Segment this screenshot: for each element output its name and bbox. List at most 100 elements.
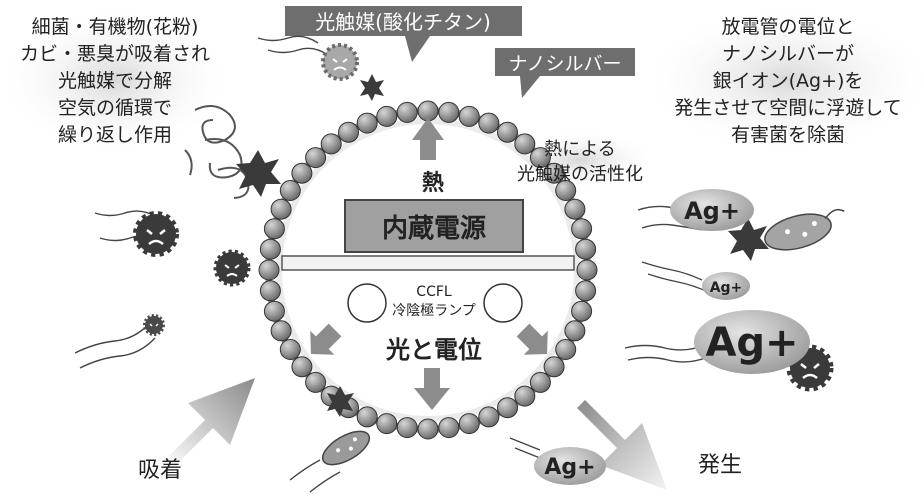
desc-line: 発生させて空間に浮遊して bbox=[674, 97, 901, 119]
photocatalyst-label: 光触媒(酸化チタン) bbox=[285, 6, 522, 62]
germ-icon bbox=[360, 74, 384, 101]
nanosilver-bead bbox=[305, 371, 327, 393]
silver-ion-icon: Ag+ bbox=[534, 447, 606, 485]
nanosilver-bead bbox=[543, 356, 565, 378]
nanosilver-bead bbox=[564, 320, 586, 342]
silver-ion-icon: Ag+ bbox=[670, 189, 754, 231]
odor-swirl-icon bbox=[184, 105, 250, 199]
air-flow-lines bbox=[74, 35, 709, 493]
ccfl-lamp-text: 冷陰極ランプ bbox=[392, 303, 476, 319]
power-source-text: 内蔵電源 bbox=[382, 214, 486, 244]
desc-line: 細菌・有機物(花粉) bbox=[32, 16, 199, 38]
light-potential-text: 光と電位 bbox=[385, 336, 482, 364]
nanosilver-bead bbox=[529, 371, 551, 393]
nanosilver-bead bbox=[497, 121, 518, 143]
nanosilver-bead bbox=[497, 397, 518, 419]
germ-icon bbox=[143, 314, 165, 336]
nanosilver-bead bbox=[529, 147, 551, 169]
nanosilver-bead bbox=[338, 121, 359, 143]
nanosilver-bead bbox=[263, 218, 285, 240]
nanosilver-label: ナノシルバー bbox=[495, 48, 635, 98]
nanosilver-bead bbox=[555, 339, 577, 360]
germ-icon bbox=[321, 43, 359, 81]
text-glow bbox=[638, 5, 922, 155]
nanosilver-bead bbox=[263, 300, 285, 322]
ion-text: Ag+ bbox=[705, 320, 798, 366]
nanosilver-bead bbox=[279, 339, 301, 360]
nanosilver-bead bbox=[356, 112, 378, 134]
nanosilver-bead bbox=[376, 413, 398, 435]
desc-line: 光触媒の活性化 bbox=[517, 164, 643, 185]
adsorption-arrow bbox=[165, 378, 255, 468]
germ-icon bbox=[728, 218, 769, 261]
nanosilver-bead bbox=[575, 238, 597, 260]
adsorption-label: 吸着 bbox=[138, 458, 182, 483]
desc-line: 放電管の電位と bbox=[721, 16, 854, 38]
bacterium-icon bbox=[321, 430, 371, 466]
nanosilver-bead bbox=[320, 133, 342, 155]
bacterium-icon bbox=[764, 208, 845, 251]
heat-activation-text: 熱による 光触媒の活性化 bbox=[517, 139, 643, 185]
ccfl-text: CCFL bbox=[416, 284, 452, 300]
nanosilver-bead bbox=[259, 280, 281, 302]
lamp-icon bbox=[347, 283, 387, 323]
nanosilver-bead bbox=[396, 417, 418, 439]
desc-line: 有害菌を除菌 bbox=[731, 124, 845, 146]
nanosilver-bead bbox=[291, 162, 313, 184]
generation-label: 発生 bbox=[698, 453, 742, 478]
germ-icon bbox=[327, 386, 354, 417]
nanosilver-bead bbox=[514, 385, 536, 407]
nanosilver-bead bbox=[270, 320, 292, 342]
nanosilver-bead bbox=[478, 112, 500, 134]
nanosilver-bead bbox=[376, 105, 398, 127]
germ-icon bbox=[236, 150, 281, 197]
nanosilver-beads bbox=[258, 100, 598, 440]
silver-ion-description: 放電管の電位と ナノシルバーが 銀イオン(Ag+)を 発生させて空間に浮遊して … bbox=[674, 16, 901, 146]
nanosilver-bead bbox=[458, 413, 480, 435]
desc-line: カビ・悪臭が吸着され bbox=[20, 43, 210, 65]
nanosilver-bead bbox=[396, 101, 418, 123]
nanosilver-bead bbox=[259, 238, 281, 260]
nanosilver-bead bbox=[458, 105, 480, 127]
desc-line: 空気の循環で bbox=[58, 97, 172, 119]
nanosilver-bead bbox=[438, 417, 460, 439]
ion-text: Ag+ bbox=[544, 455, 595, 480]
silver-ion-icon: Ag+ bbox=[694, 310, 810, 374]
nanosilver-bead bbox=[514, 133, 536, 155]
nanosilver-bead bbox=[291, 356, 313, 378]
silver-ion-icon: Ag+ bbox=[702, 272, 750, 300]
nanosilver-bead bbox=[576, 259, 598, 281]
nanosilver-bead bbox=[417, 418, 439, 440]
nanosilver-bead bbox=[571, 300, 593, 322]
nanosilver-bead bbox=[575, 280, 597, 302]
light-arrows bbox=[310, 323, 548, 410]
lamp-icon bbox=[483, 283, 523, 323]
ion-text: Ag+ bbox=[710, 280, 743, 296]
nanosilver-bead bbox=[305, 147, 327, 169]
nanosilver-bead bbox=[555, 180, 577, 201]
photocatalyst-text: 光触媒(酸化チタン) bbox=[315, 10, 491, 34]
desc-line: ナノシルバーが bbox=[722, 43, 854, 65]
germ-icon bbox=[213, 249, 251, 287]
ccfl-lamp: CCFL 冷陰極ランプ bbox=[347, 283, 523, 323]
nanosilver-bead bbox=[258, 259, 280, 281]
heat-label: 熱 bbox=[422, 170, 444, 196]
nanosilver-bead bbox=[478, 406, 500, 428]
desc-line: 光触媒で分解 bbox=[58, 70, 172, 92]
nanosilver-text: ナノシルバー bbox=[508, 53, 621, 75]
nanosilver-bead bbox=[279, 180, 301, 201]
desc-line: 銀イオン(Ag+)を bbox=[713, 70, 864, 92]
power-source-box: 内蔵電源 bbox=[344, 199, 524, 253]
generation-arrow bbox=[577, 400, 667, 490]
nanosilver-bead bbox=[356, 406, 378, 428]
nanosilver-bead bbox=[564, 198, 586, 220]
desc-line: 熱による bbox=[544, 139, 615, 160]
nanosilver-bead bbox=[270, 198, 292, 220]
ion-text: Ag+ bbox=[684, 197, 740, 225]
germ-icon bbox=[133, 211, 179, 257]
device-circle bbox=[265, 107, 591, 433]
nanosilver-bead bbox=[571, 218, 593, 240]
heat-arrow bbox=[412, 118, 444, 160]
text-glow bbox=[0, 5, 235, 155]
